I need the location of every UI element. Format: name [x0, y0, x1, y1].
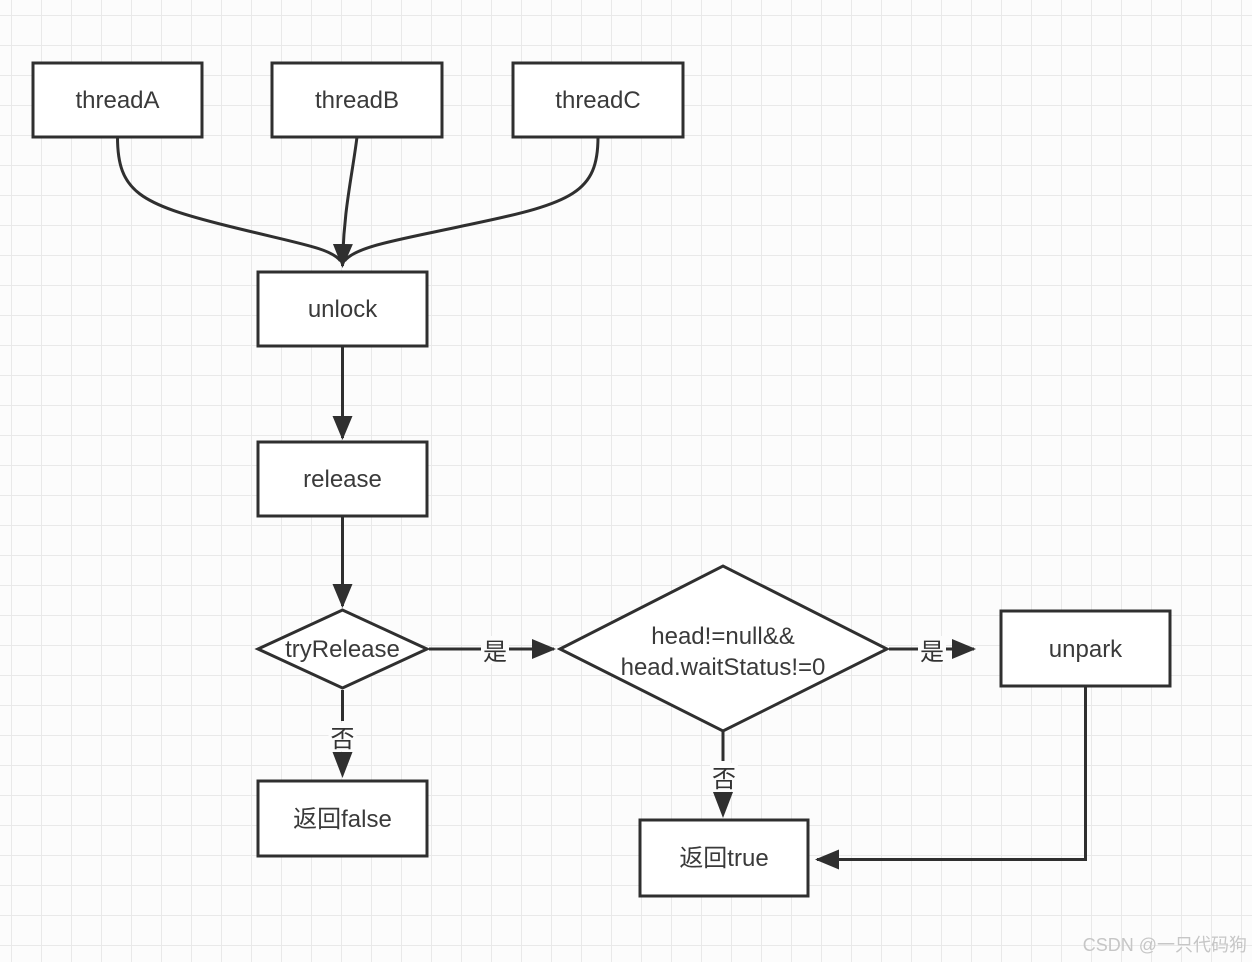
- node-returntrue-box: [638, 818, 810, 898]
- node-threadb: threadB: [270, 61, 444, 139]
- node-unlock: unlock: [256, 270, 429, 348]
- edge-headcheck-returntrue-arrowhead: [713, 792, 733, 818]
- node-headcheck-label-line1: head!=null&&: [651, 623, 794, 650]
- node-unlock-label: unlock: [308, 296, 378, 323]
- node-threada: threadA: [31, 61, 204, 139]
- node-tryrelease: tryRelease: [254, 608, 431, 690]
- edge-threadc-unlock: [343, 136, 600, 263]
- edge-unpark-returntrue: [815, 686, 1087, 870]
- node-release: release: [256, 440, 429, 518]
- edge-label-headcheck-no: 否: [710, 763, 738, 793]
- node-returnfalse: 返回false: [256, 779, 429, 858]
- edge-label-tryrelease-yes: 是: [481, 636, 509, 666]
- node-tryrelease-label: tryRelease: [285, 636, 400, 663]
- node-headcheck-diamond: [556, 564, 891, 733]
- node-unpark-label: unpark: [1049, 636, 1123, 663]
- edge-tryrelease-returnfalse-arrowhead: [332, 752, 353, 778]
- node-unpark: unpark: [999, 609, 1172, 688]
- node-threadc-box: [511, 61, 685, 139]
- edge-label-tryrelease-no-bg: [328, 723, 357, 751]
- node-headcheck: head!=null&& head.waitStatus!=0: [556, 564, 891, 733]
- node-threada-box: [31, 61, 204, 139]
- node-threadb-label: threadB: [315, 87, 399, 114]
- node-threada-label: threadA: [75, 87, 159, 114]
- edge-label-tryrelease-no: 否: [328, 723, 357, 753]
- node-returnfalse-label: 返回false: [293, 806, 392, 833]
- edge-label-tryrelease-yes-bg: [481, 636, 509, 664]
- node-threadc: threadC: [511, 61, 685, 139]
- node-returntrue: 返回true: [638, 818, 810, 898]
- node-returnfalse-box: [256, 779, 429, 858]
- edge-label-tryrelease-no-text: 否: [331, 726, 355, 753]
- edge-label-headcheck-no-bg: [710, 763, 738, 791]
- node-unpark-box: [999, 609, 1172, 688]
- node-tryrelease-diamond: [254, 608, 431, 690]
- node-threadc-label: threadC: [555, 87, 640, 114]
- nodes: threadA threadB threadC unlock release t…: [31, 61, 1172, 898]
- watermark-text: CSDN @一只代码狗: [1083, 935, 1247, 955]
- edge-threada-unlock: [116, 136, 342, 262]
- node-returntrue-label: 返回true: [679, 845, 768, 872]
- edge-label-headcheck-yes-bg: [918, 636, 946, 664]
- node-unlock-box: [256, 270, 429, 348]
- edge-label-headcheck-no-text: 否: [712, 766, 736, 793]
- edge-label-headcheck-yes: 是: [918, 636, 946, 666]
- node-headcheck-label-line2: head.waitStatus!=0: [621, 654, 826, 681]
- node-release-box: [256, 440, 429, 518]
- edge-threadb-unlock: [332, 136, 359, 268]
- edge-label-headcheck-yes-text: 是: [920, 639, 944, 666]
- edge-labels: 是 是 否 否: [328, 636, 946, 793]
- edge-label-tryrelease-yes-text: 是: [483, 639, 507, 666]
- node-release-label: release: [303, 466, 382, 493]
- node-threadb-box: [270, 61, 444, 139]
